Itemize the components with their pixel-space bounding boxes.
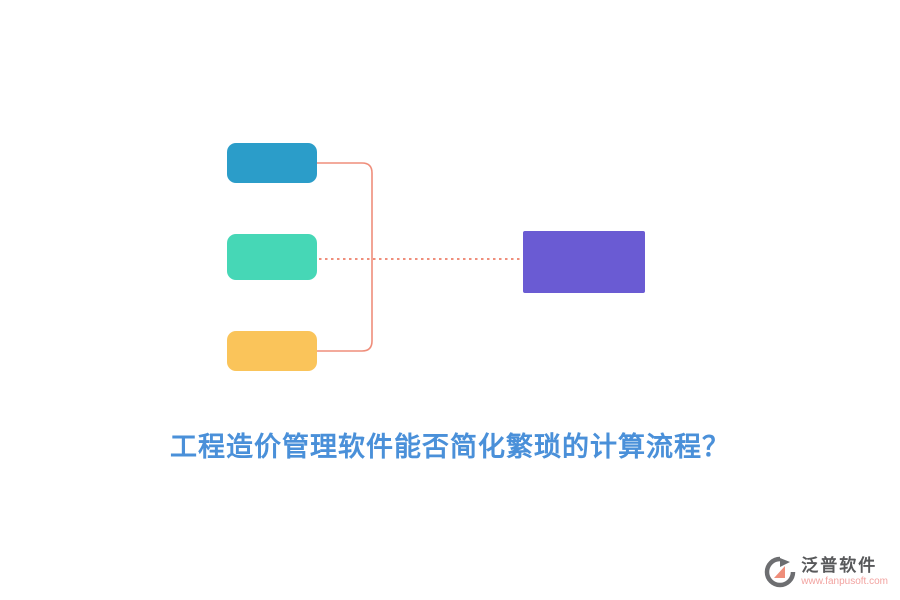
bracket-connector-line (317, 162, 373, 352)
fanpu-logo: 泛普软件 www.fanpusoft.com (764, 556, 888, 588)
flow-box-middle (227, 234, 317, 280)
logo-url: www.fanpusoft.com (801, 576, 888, 587)
flow-box-bottom (227, 331, 317, 371)
flow-box-right (523, 231, 645, 293)
logo-name: 泛普软件 (801, 556, 878, 576)
fanpu-logo-icon (765, 556, 796, 588)
logo-text-block: 泛普软件 www.fanpusoft.com (801, 556, 888, 588)
flow-box-top (227, 143, 317, 183)
caption-title: 工程造价管理软件能否简化繁琐的计算流程？ (170, 432, 730, 463)
